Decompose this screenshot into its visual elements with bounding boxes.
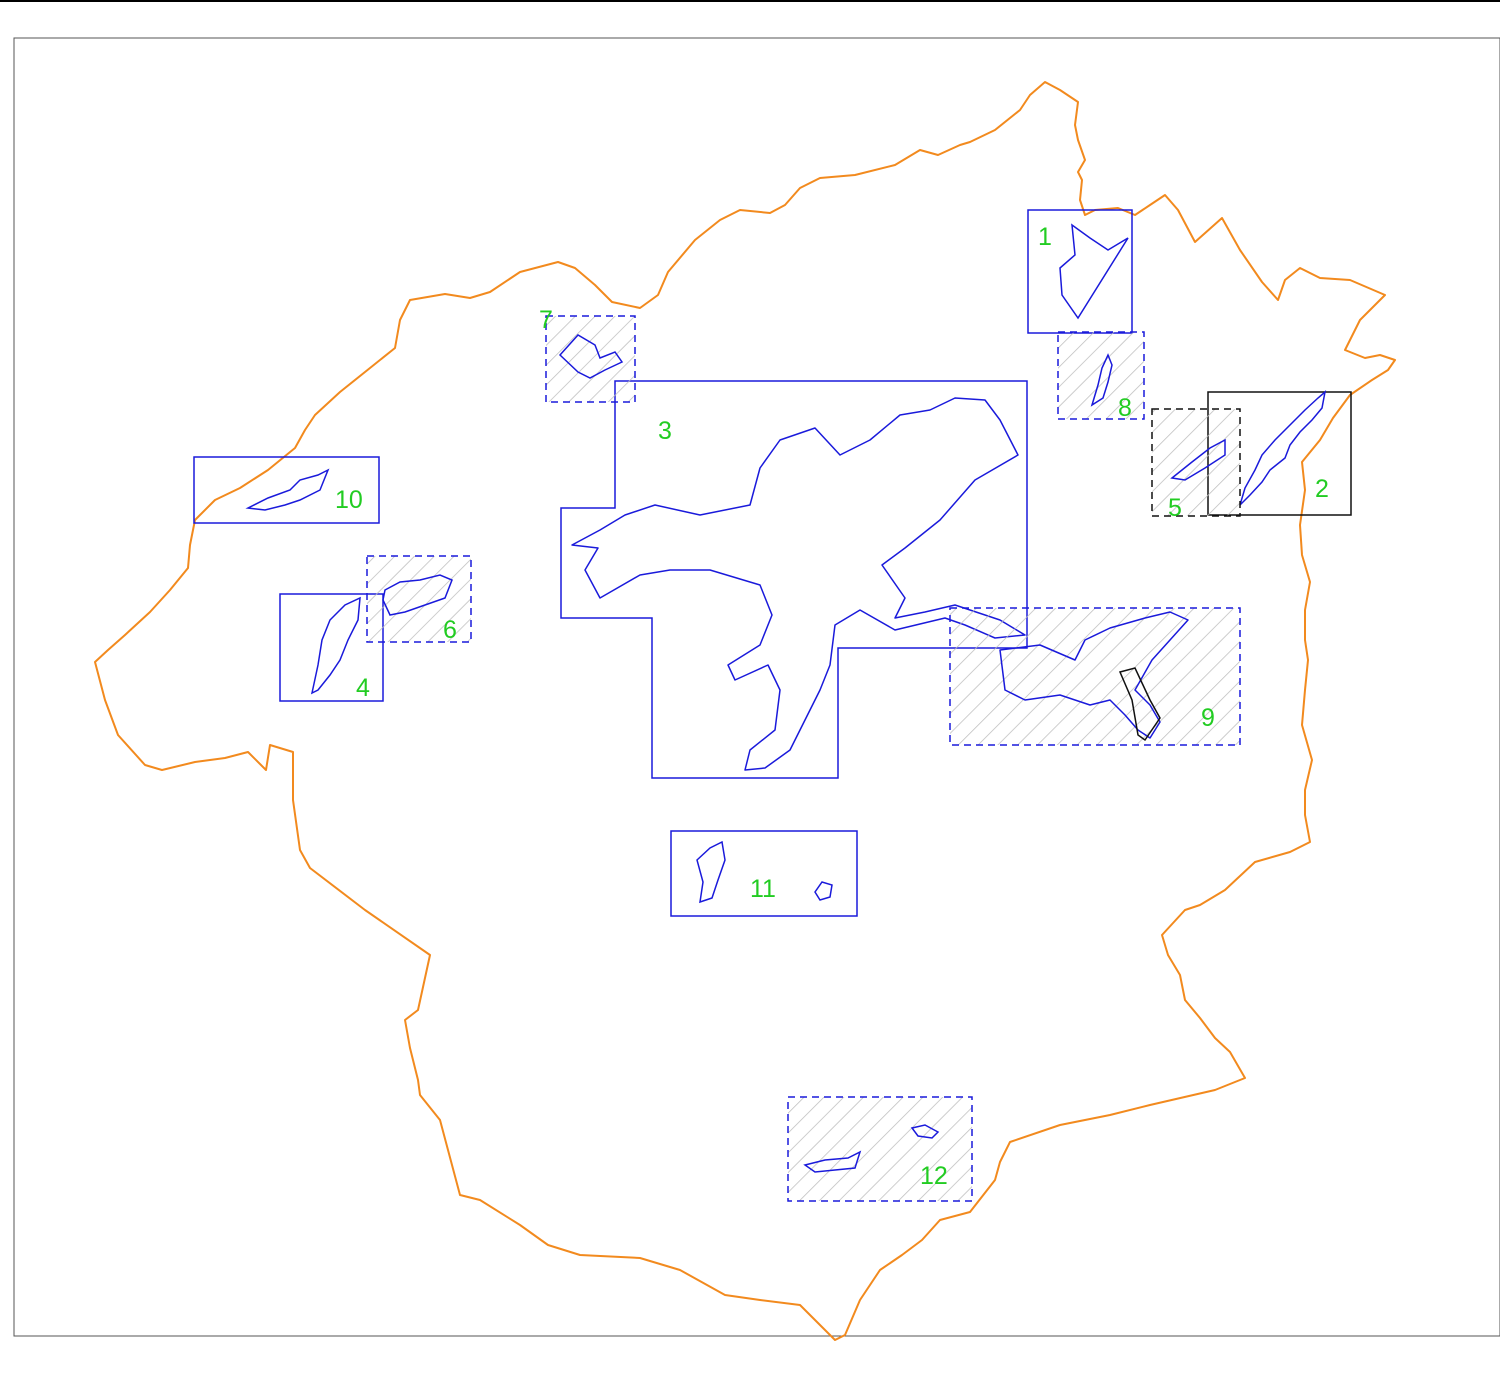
zone-area-2: [1239, 390, 1327, 506]
zone-label-9: 9: [1201, 704, 1215, 732]
zone-label-4: 4: [356, 674, 370, 702]
top-rule: [0, 0, 1500, 2]
zone-area-9-overlap: [1118, 667, 1161, 742]
zone-label-3: 3: [658, 417, 672, 445]
zone-area-8: [1090, 353, 1113, 407]
zone-frame-4: [279, 593, 384, 702]
zone-label-5: 5: [1168, 494, 1182, 522]
zone-area-6: [382, 574, 453, 616]
zone-frame-7: [545, 315, 636, 403]
zone-frame-10: [193, 456, 380, 524]
zone-area-1: [1059, 223, 1129, 320]
zone-area-9: [999, 611, 1189, 739]
zone-area-7: [558, 334, 624, 379]
zone-label-11: 11: [750, 875, 776, 903]
zone-area-10: [245, 468, 330, 511]
zone-label-2: 2: [1315, 475, 1329, 503]
zone-frame-5: [1151, 408, 1241, 517]
zone-area-5: [1170, 438, 1226, 481]
zone-label-10: 10: [335, 486, 363, 514]
zone-label-1: 1: [1038, 223, 1052, 251]
zone-frame-9: [949, 607, 1241, 746]
zone-frame-3: [560, 380, 1028, 779]
zone-area-12a: [803, 1150, 862, 1173]
zone-area-12b: [910, 1124, 940, 1139]
zone-area-11a: [696, 840, 726, 904]
zone-frame-12: [787, 1096, 973, 1202]
zone-area-11b: [814, 881, 833, 901]
zone-area-4: [310, 596, 361, 695]
zone-frame-11: [670, 830, 858, 917]
map-frame: [13, 37, 1500, 1337]
zone-label-12: 12: [920, 1162, 948, 1190]
zone-label-7: 7: [539, 306, 553, 334]
zone-label-8: 8: [1118, 394, 1132, 422]
zone-label-6: 6: [443, 616, 457, 644]
district-boundary: [94, 81, 1396, 1341]
zone-frame-6: [366, 555, 472, 643]
